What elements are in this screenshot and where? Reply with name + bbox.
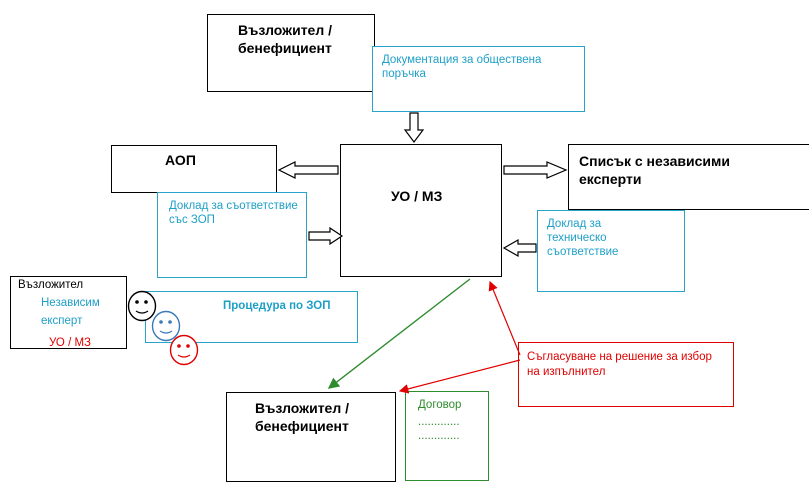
legend-expert-label-1: Независим (41, 297, 100, 309)
managing-authority-label: УО / МЗ (391, 188, 443, 204)
legend-contracting-label: Възложител (18, 279, 84, 291)
aop-box: АОП (111, 145, 277, 193)
procedure-label: Процедура по ЗОП (223, 300, 331, 312)
compliance-report-box: Доклад за съответствие със ЗОП (157, 192, 307, 278)
arrow-green-center-to-bottom (327, 278, 471, 389)
contracting-authority-bottom-box: Възложител / бенефициент (226, 392, 396, 482)
arrow-docs-to-center (403, 112, 425, 143)
experts-list-label: Списък с независими експерти (579, 153, 730, 187)
tech-report-label: Доклад за техническо съответствие (547, 218, 619, 258)
left-legend-box: Възложител Независим експерт УО / МЗ (10, 276, 127, 349)
procedure-box: Процедура по ЗОП (145, 291, 358, 343)
experts-list-box: Списък с независими експерти (568, 144, 809, 210)
contract-dots-1: ............. (418, 416, 460, 428)
managing-authority-box: УО / МЗ (340, 144, 502, 277)
arrow-center-to-experts (503, 161, 568, 179)
aop-label: АОП (165, 152, 196, 168)
legend-expert-label-2: експерт (41, 315, 83, 327)
arrow-report-to-center (308, 226, 344, 246)
smiley-blue-icon (151, 310, 181, 342)
contracting-authority-top-box: Възложител / бенефициент (207, 14, 375, 92)
arrow-tech-to-center (502, 238, 537, 258)
arrows-layer (277, 112, 568, 394)
procurement-docs-label: Документация за обществена поръчка (382, 54, 542, 80)
contracting-authority-bottom-label: Възложител / бенефициент (255, 400, 350, 434)
procurement-docs-box: Документация за обществена поръчка (372, 46, 585, 112)
contracting-authority-top-label: Възложител / бенефициент (238, 22, 333, 56)
contract-box: Договор ............. ............. (405, 391, 489, 481)
arrow-red-approval-to-center (488, 280, 521, 356)
approval-label: Съгласуване на решение за избор на изпъл… (527, 351, 712, 378)
smiley-black-icon (127, 290, 157, 322)
arrow-red-approval-to-bottom (398, 359, 521, 394)
arrow-center-to-aop (277, 161, 339, 179)
tech-report-box: Доклад за техническо съответствие (537, 210, 685, 292)
approval-box: Съгласуване на решение за избор на изпъл… (518, 342, 734, 407)
contract-dots-2: ............. (418, 430, 460, 442)
smiley-red-icon (169, 334, 199, 366)
compliance-report-label: Доклад за съответствие със ЗОП (169, 200, 298, 226)
legend-authority-label: УО / МЗ (49, 337, 91, 349)
contract-title: Договор (418, 399, 462, 411)
